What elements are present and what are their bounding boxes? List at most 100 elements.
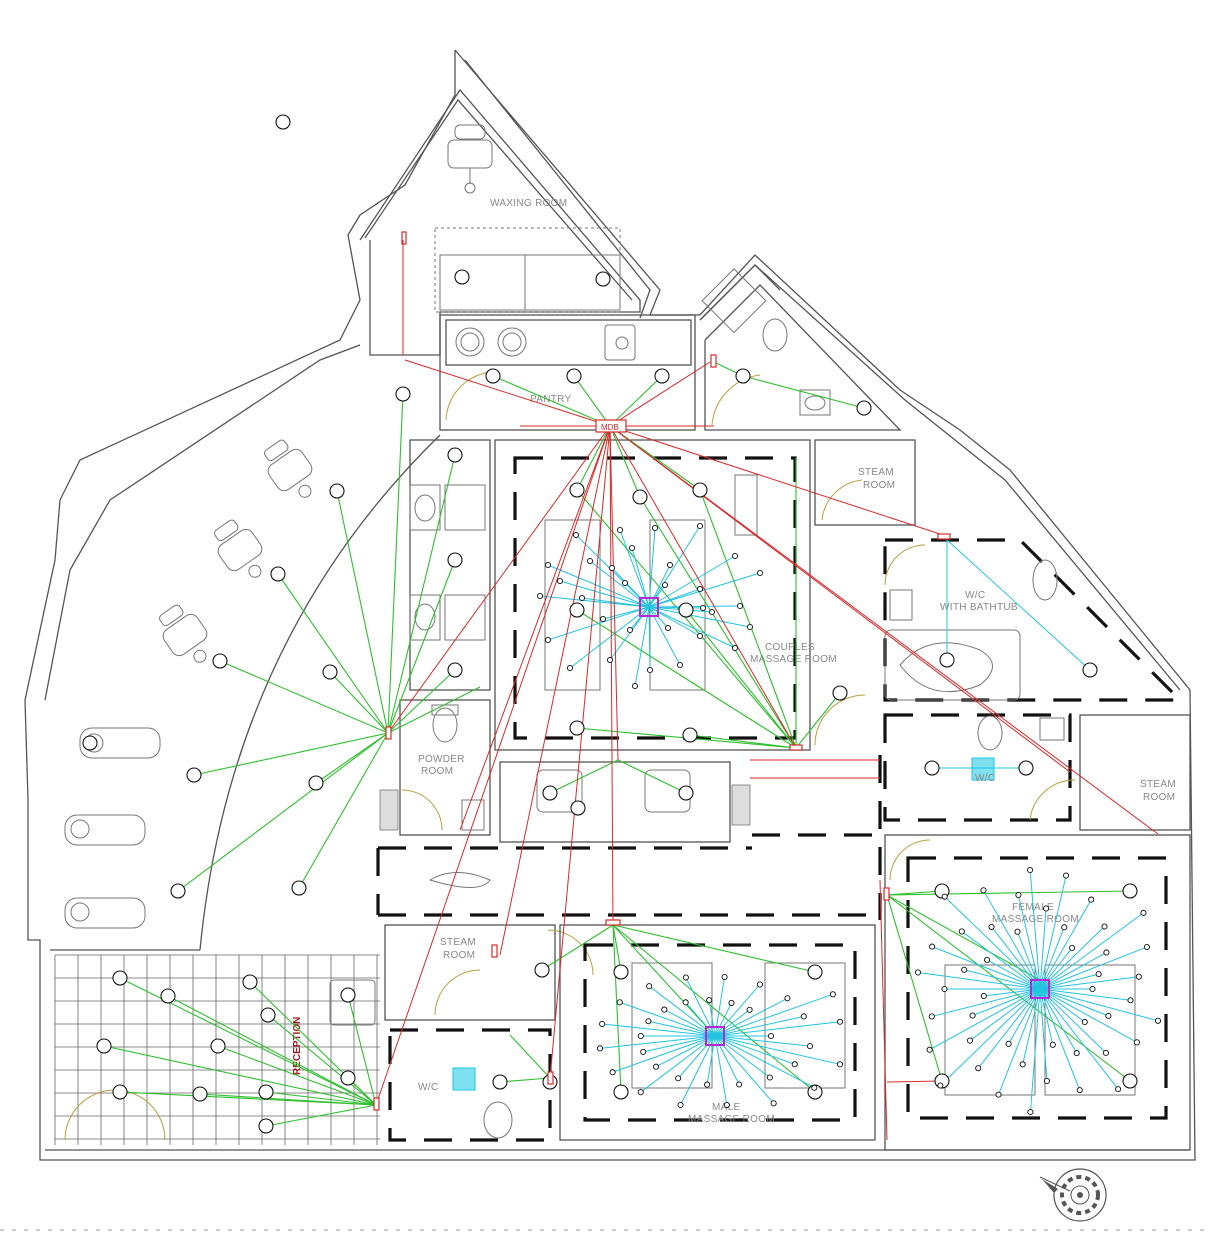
room-label-steam-low-1: STEAM [440,937,476,948]
vanity-area [409,439,491,691]
downlight [652,1063,660,1070]
downlight [1049,1041,1056,1048]
downlight [736,602,744,610]
ceiling-light [447,447,463,463]
downlight [1027,866,1034,874]
ceiling-light [329,483,345,499]
downlight [699,604,707,612]
downlight [621,579,629,587]
ceiling-light [569,602,585,618]
ceiling-light [82,735,98,751]
downlight [1101,923,1108,930]
downlight [1115,1086,1122,1093]
steam-room-top: STEAM ROOM [814,439,916,526]
couples-massage-room: COUPLES MASSAGE ROOM [494,439,866,751]
downlight [696,632,704,640]
pantry-room: PANTRY [439,314,696,431]
downlight [966,1037,974,1044]
downlight [640,1048,647,1055]
downlight [756,981,763,988]
room-label-powder-2: ROOM [421,766,453,777]
ceiling-light [340,1070,356,1086]
downlight [706,997,713,1004]
downlight [1095,971,1102,978]
downlight [1043,1077,1051,1084]
steam-room-low: STEAM ROOM [384,924,594,1021]
ceiling-light [1082,662,1098,678]
ceiling-light [534,962,550,978]
ceiling-light [447,552,463,568]
ceiling-light [678,602,694,618]
room-label-couples-2: MASSAGE ROOM [750,654,837,665]
ceiling-light [395,386,411,402]
ceiling-light [1122,1073,1138,1089]
downlight [708,608,716,616]
downlight [586,557,594,565]
ceiling-light [569,720,585,736]
ceiling-light [485,368,501,384]
downlight [811,1084,818,1091]
downlight [1073,1050,1080,1057]
downlight [1061,924,1068,931]
ceiling-light [566,368,582,384]
downlight [928,1013,935,1020]
switch-box [491,944,498,958]
ceiling-light [112,970,128,986]
downlight [937,1082,944,1089]
downlight [975,1065,982,1072]
room-label-waxing: WAXING ROOM [490,198,567,209]
downlight [661,581,669,589]
downlight [1014,928,1021,935]
top-toilet [699,264,902,431]
downlight [536,592,544,600]
downlight [606,656,614,664]
switch-box [789,744,803,751]
downlight [596,1045,604,1052]
downlight [1140,909,1147,916]
ceiling-light [682,727,698,743]
mdb-label: MDB [601,423,619,432]
switch-box [547,1071,554,1085]
downlight [566,664,574,672]
compass-icon [1039,1168,1107,1222]
ceiling-light [632,489,648,505]
ceiling-light [212,653,228,669]
switch-box [883,887,890,901]
downlight [941,893,948,900]
downlight [756,569,764,577]
downlight [746,623,754,631]
waxing-room: WAXING ROOM [359,88,641,356]
downlight [1103,949,1110,956]
lighting-circuit-wires [103,361,1131,1127]
room-label-wc-low: W/C [418,1082,438,1093]
downlight [646,983,653,990]
room-label-female-2: MASSAGE ROOM [992,914,1079,925]
downlight [696,585,704,593]
downlight [723,1101,730,1109]
downlight [746,1006,753,1013]
downlight [1133,1039,1140,1046]
downlight [784,995,791,1002]
downlight [675,1075,682,1082]
downlight [941,985,948,993]
downlight [1105,1012,1112,1019]
downlight [770,1100,777,1107]
powder-room: POWDER ROOM [379,699,491,836]
downlight [731,644,739,652]
downlight [1069,944,1076,951]
room-label-steam-right-1: STEAM [1140,779,1176,790]
ceiling-light [939,652,955,668]
ceiling-light [258,1118,274,1134]
ceiling-light [96,1038,112,1054]
switch-box [385,726,392,740]
steam-room-right: STEAM ROOM [1079,714,1191,831]
downlight [599,615,607,623]
junction-hub-male [705,1026,725,1046]
downlight [637,1032,644,1040]
downlight [616,999,623,1006]
downlight [988,923,995,930]
outer-walls [24,49,1196,1161]
downlight [766,1074,773,1081]
wc-low-room: W/C [388,1028,552,1142]
